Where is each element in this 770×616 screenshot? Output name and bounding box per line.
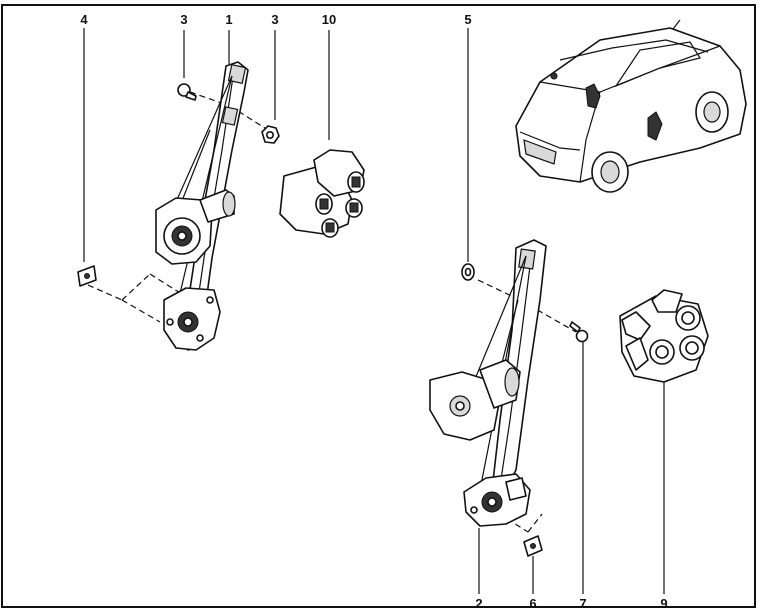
connector-housing-9 — [619, 289, 709, 383]
left-window-regulator — [155, 61, 249, 351]
bolt-right — [569, 321, 589, 343]
callout-labels: 4 3 1 3 10 5 2 6 7 9 — [80, 12, 667, 611]
callout-10: 10 — [322, 12, 336, 27]
bolt-left — [177, 83, 197, 101]
connector-housing-10 — [279, 149, 365, 238]
car-illustration — [515, 27, 747, 193]
callout-6: 6 — [529, 596, 536, 611]
left-clip — [77, 265, 97, 287]
callout-9: 9 — [660, 596, 667, 611]
leader-lines — [83, 19, 681, 594]
nut — [261, 125, 280, 144]
callout-3-right: 3 — [271, 12, 278, 27]
right-clip — [523, 535, 543, 557]
callout-5: 5 — [464, 12, 471, 27]
right-window-regulator — [429, 239, 547, 527]
callout-3-left: 3 — [180, 12, 187, 27]
callout-4: 4 — [80, 12, 88, 27]
callout-2: 2 — [475, 596, 482, 611]
washer — [461, 263, 475, 281]
callout-1: 1 — [225, 12, 232, 27]
callout-7: 7 — [579, 596, 586, 611]
